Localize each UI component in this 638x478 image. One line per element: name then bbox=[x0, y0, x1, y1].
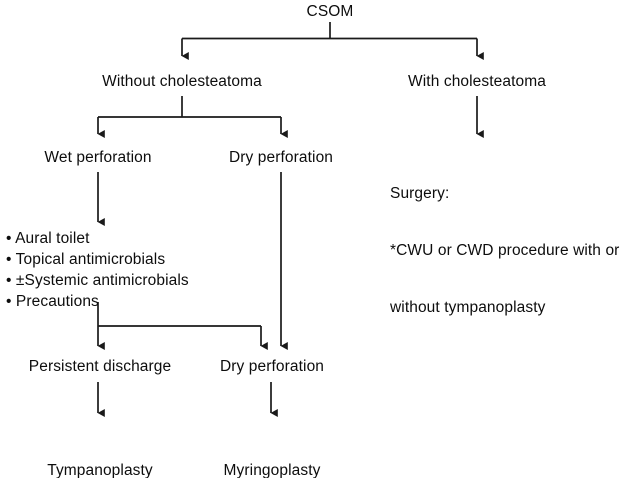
node-with-cholesteatoma: With cholesteatoma bbox=[408, 73, 546, 90]
node-wet-perforation: Wet perforation bbox=[44, 149, 152, 166]
node-myringoplasty: Myringoplasty or tympanoplasty bbox=[221, 423, 322, 478]
node-csom: CSOM bbox=[306, 3, 354, 20]
treatment-bullet-list: • Aural toilet • Topical antimicrobials … bbox=[6, 228, 189, 312]
surgery-line-3: without tympanoplasty bbox=[390, 299, 546, 316]
node-without-cholesteatoma: Without cholesteatoma bbox=[102, 73, 262, 90]
node-persistent-discharge: Persistent discharge bbox=[28, 358, 172, 375]
node-dry-perforation-2: Dry perforation bbox=[219, 358, 325, 375]
list-item: • Aural toilet bbox=[6, 230, 90, 247]
list-item: • Precautions bbox=[6, 293, 99, 310]
surgery-line-1: Surgery: bbox=[390, 185, 450, 202]
surgery-line-2: *CWU or CWD procedure with or bbox=[390, 242, 620, 259]
node-surgery: Surgery: *CWU or CWD procedure with or w… bbox=[390, 146, 619, 355]
node-tympanoplasty: Tympanoplasty with or without mastoidect… bbox=[47, 423, 153, 478]
node-dry-perforation: Dry perforation bbox=[228, 149, 334, 166]
tympanoplasty-line-1: Tympanoplasty bbox=[47, 462, 153, 478]
list-item: • ±Systemic antimicrobials bbox=[6, 272, 189, 289]
myringoplasty-line-1: Myringoplasty bbox=[223, 462, 321, 478]
list-item: • Topical antimicrobials bbox=[6, 251, 166, 268]
